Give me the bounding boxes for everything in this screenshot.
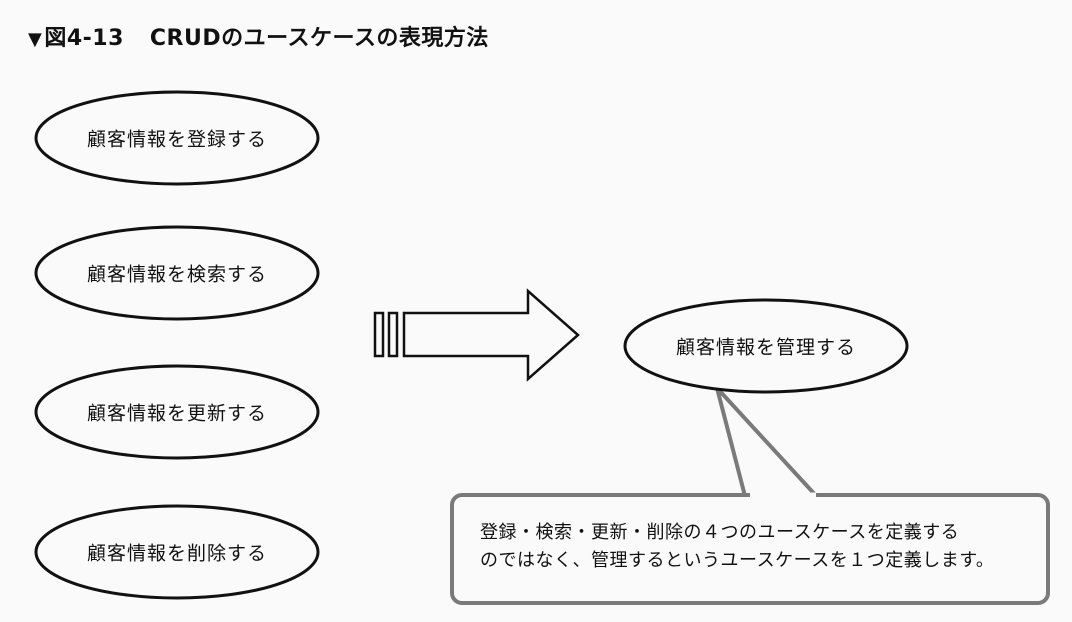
usecase-label-manage: 顧客情報を管理する [675,336,857,359]
note-text: 登録・検索・更新・削除の４つのユースケースを定義する のではなく、管理するという… [480,519,1040,575]
note-line-2: のではなく、管理するというユースケースを１つ定義します。 [480,550,995,571]
usecase-ellipse-update [34,364,320,460]
usecase-ellipse-register [34,90,320,186]
usecase-ellipse-delete [34,504,320,600]
callout-tail [715,386,822,502]
figure-title: ▼図4-13 CRUDのユースケースの表現方法 [28,20,489,52]
usecase-label-register: 顧客情報を登録する [86,128,268,151]
figure-caption: CRUDのユースケースの表現方法 [149,26,489,51]
figure-number: 図4-13 [44,26,124,51]
triangle-marker-icon: ▼ [28,29,43,50]
usecase-label-delete: 顧客情報を削除する [86,542,268,565]
usecase-label-search: 顧客情報を検索する [86,263,268,286]
usecase-ellipse-manage [623,298,909,394]
note-line-1: 登録・検索・更新・削除の４つのユースケースを定義する [480,522,960,543]
usecase-ellipse-search [34,225,320,321]
transform-arrow-icon [373,288,580,382]
usecase-label-update: 顧客情報を更新する [86,402,268,425]
